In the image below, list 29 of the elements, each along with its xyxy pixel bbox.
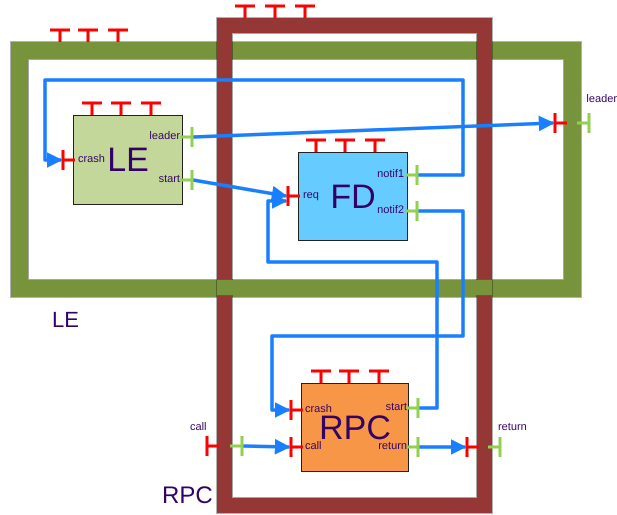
arrow [192, 116, 555, 139]
component-name: FD [330, 180, 376, 214]
port-label: crash [305, 404, 332, 415]
frame-title: LE [52, 307, 79, 333]
arrow [270, 209, 465, 418]
port-label: call [305, 441, 322, 452]
port-label: crash [78, 154, 105, 165]
port-label: req [303, 190, 319, 201]
port-label: leader [149, 131, 180, 142]
arrow [419, 439, 467, 455]
port [230, 435, 244, 457]
port-label: start [158, 174, 180, 185]
port-label: call [190, 422, 207, 433]
port [465, 436, 479, 458]
component-box [73, 115, 183, 205]
port-label: start [386, 402, 407, 413]
port-label: notif1 [377, 169, 404, 180]
frame-title: RPC [162, 482, 213, 510]
port [553, 112, 567, 134]
component-box [298, 152, 408, 241]
port-label: leader [586, 94, 617, 105]
arrow [192, 178, 288, 202]
port-label: notif2 [377, 205, 404, 216]
port-label: return [498, 422, 527, 433]
port-label: return [378, 441, 407, 452]
component-box [301, 383, 409, 472]
arrow [242, 438, 291, 455]
arrow [43, 78, 465, 177]
component-name: LE [107, 143, 149, 177]
